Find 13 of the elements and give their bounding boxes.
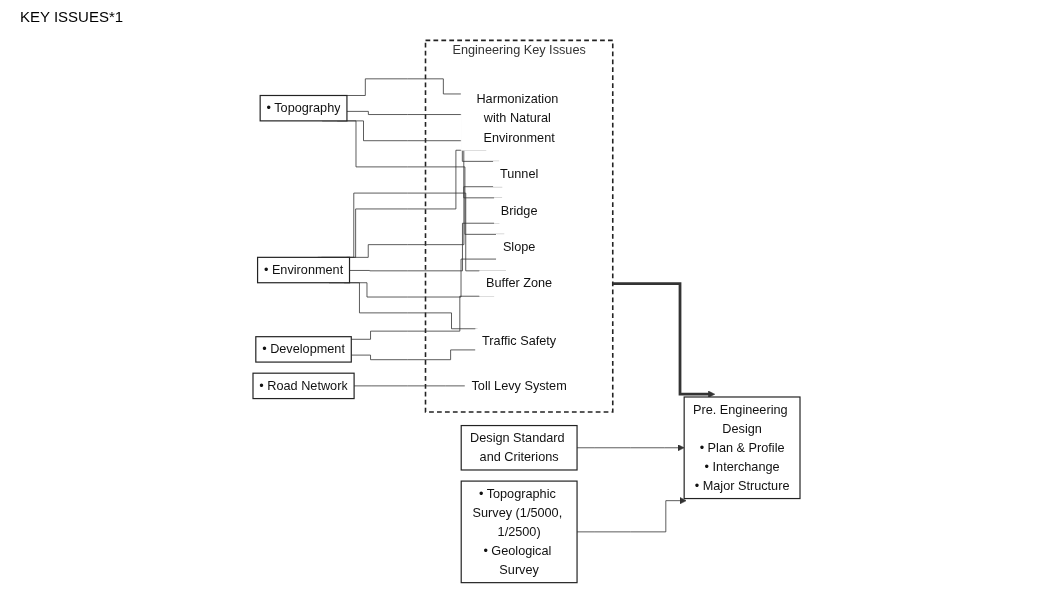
node-box: • Development: [255, 336, 352, 363]
arrow: [612, 282, 716, 398]
node-box: Design Standard and Criterions: [460, 424, 578, 471]
node-box: • Environment: [257, 256, 351, 284]
node-text: Toll Levy System: [471, 378, 567, 393]
column-heading: KEY ISSUES*1: [20, 8, 124, 25]
node-box: • Topographic Survey (1/5000, 1/2500) • Geological Survey: [460, 480, 578, 584]
node-box: • Topography: [259, 94, 348, 122]
node-text: Slope: [502, 239, 536, 254]
node-box: • Road Network: [252, 372, 355, 400]
node-text: Traffic Safety: [482, 334, 557, 348]
node-box: Pre. Engineering Design • Plan & Profile • Interchange • Major Structure: [683, 396, 801, 500]
node-text: Tunnel: [499, 166, 539, 181]
